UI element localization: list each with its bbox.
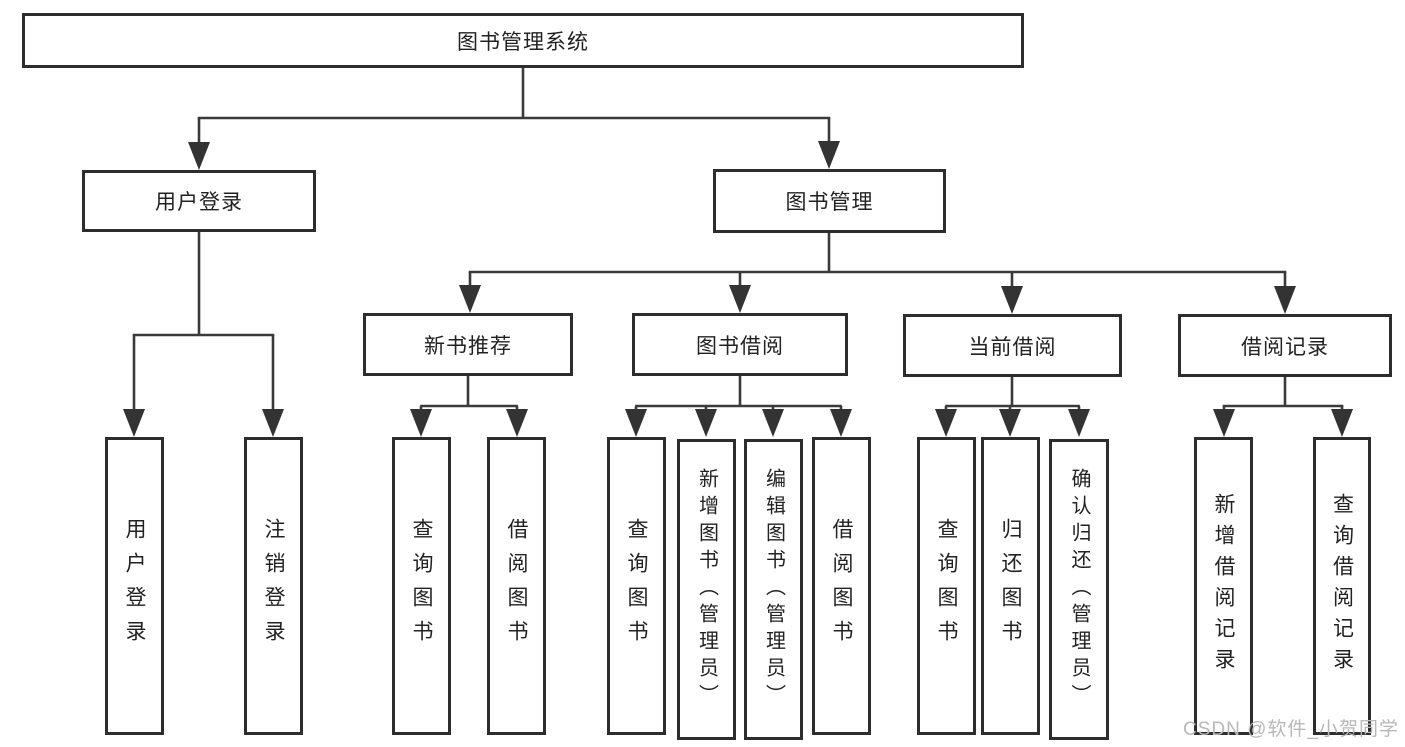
arrow-down-icon — [459, 285, 481, 313]
leaf-query-borrow-record: 查询借阅记录 — [1313, 437, 1371, 735]
arrow-down-icon — [506, 409, 528, 437]
arrow-down-icon — [935, 409, 957, 437]
arrow-down-icon — [188, 142, 210, 170]
leaf-return-books: 归还图书 — [981, 437, 1040, 735]
arrow-down-icon — [1213, 409, 1235, 437]
leaf-label: 确认归还（管理员） — [1068, 468, 1090, 711]
arrow-down-icon — [729, 285, 751, 313]
node-label: 借阅记录 — [1241, 335, 1329, 359]
leaf-label: 新增图书（管理员） — [695, 468, 718, 711]
connector-current-borrow — [935, 377, 1090, 437]
node-label: 新书推荐 — [424, 334, 512, 358]
leaf-add-borrow-record: 新增借阅记录 — [1194, 437, 1253, 735]
leaf-label: 新增借阅记录 — [1212, 493, 1235, 679]
arrow-down-icon — [818, 141, 840, 169]
arrow-down-icon — [1068, 409, 1090, 437]
arrow-down-icon — [123, 409, 145, 437]
connector-user-login — [123, 232, 284, 437]
node-label: 用户登录 — [155, 191, 243, 214]
arrow-down-icon — [1331, 409, 1353, 437]
leaf-label: 查询图书 — [625, 518, 648, 654]
leaf-borrow-books: 借阅图书 — [812, 437, 871, 735]
node-book-management: 图书管理 — [713, 169, 946, 233]
arrow-down-icon — [625, 409, 647, 437]
leaf-label: 借阅图书 — [830, 518, 853, 654]
node-label: 图书管理系统 — [457, 30, 589, 54]
node-root-system: 图书管理系统 — [22, 13, 1024, 68]
arrow-down-icon — [830, 409, 852, 437]
leaf-edit-books-admin: 编辑图书（管理员） — [744, 439, 803, 740]
node-user-login: 用户登录 — [82, 170, 316, 232]
connector-root — [188, 68, 840, 170]
leaf-label: 查询借阅记录 — [1330, 493, 1354, 679]
arrow-down-icon — [999, 409, 1021, 437]
connector-book-management — [459, 233, 1296, 314]
csdn-watermark: CSDN @软件_小贺同学 — [1183, 719, 1399, 740]
leaf-borrow-books: 借阅图书 — [487, 437, 546, 735]
leaf-query-books: 查询图书 — [607, 437, 666, 735]
leaf-query-books: 查询图书 — [917, 437, 976, 735]
arrow-down-icon — [1274, 286, 1296, 314]
leaf-label: 用户登录 — [123, 518, 146, 654]
leaf-label: 查询图书 — [935, 518, 958, 654]
leaf-label: 归还图书 — [999, 518, 1022, 654]
leaf-logout: 注销登录 — [244, 437, 303, 735]
node-borrow-record: 借阅记录 — [1178, 314, 1392, 377]
node-new-book-recommend: 新书推荐 — [363, 313, 573, 376]
arrow-down-icon — [262, 409, 284, 437]
leaf-label: 借阅图书 — [505, 518, 528, 654]
arrow-down-icon — [695, 409, 717, 437]
leaf-confirm-return-admin: 确认归还（管理员） — [1049, 439, 1109, 740]
arrow-down-icon — [762, 409, 784, 437]
node-label: 图书借阅 — [696, 334, 784, 358]
leaf-add-books-admin: 新增图书（管理员） — [677, 439, 736, 740]
leaf-label: 查询图书 — [410, 518, 433, 654]
arrow-down-icon — [1001, 286, 1023, 314]
node-label: 当前借阅 — [968, 335, 1057, 359]
node-label: 图书管理 — [785, 191, 874, 214]
node-book-borrow: 图书借阅 — [632, 313, 848, 376]
arrow-down-icon — [410, 409, 432, 437]
leaf-query-books: 查询图书 — [392, 437, 451, 735]
connector-book-borrow — [625, 376, 852, 437]
leaf-user-login: 用户登录 — [105, 437, 164, 735]
leaf-label: 编辑图书（管理员） — [762, 468, 785, 711]
connector-new-book — [410, 376, 528, 437]
node-current-borrow: 当前借阅 — [903, 314, 1122, 377]
leaf-label: 注销登录 — [262, 518, 285, 654]
connector-borrow-record — [1213, 377, 1353, 437]
